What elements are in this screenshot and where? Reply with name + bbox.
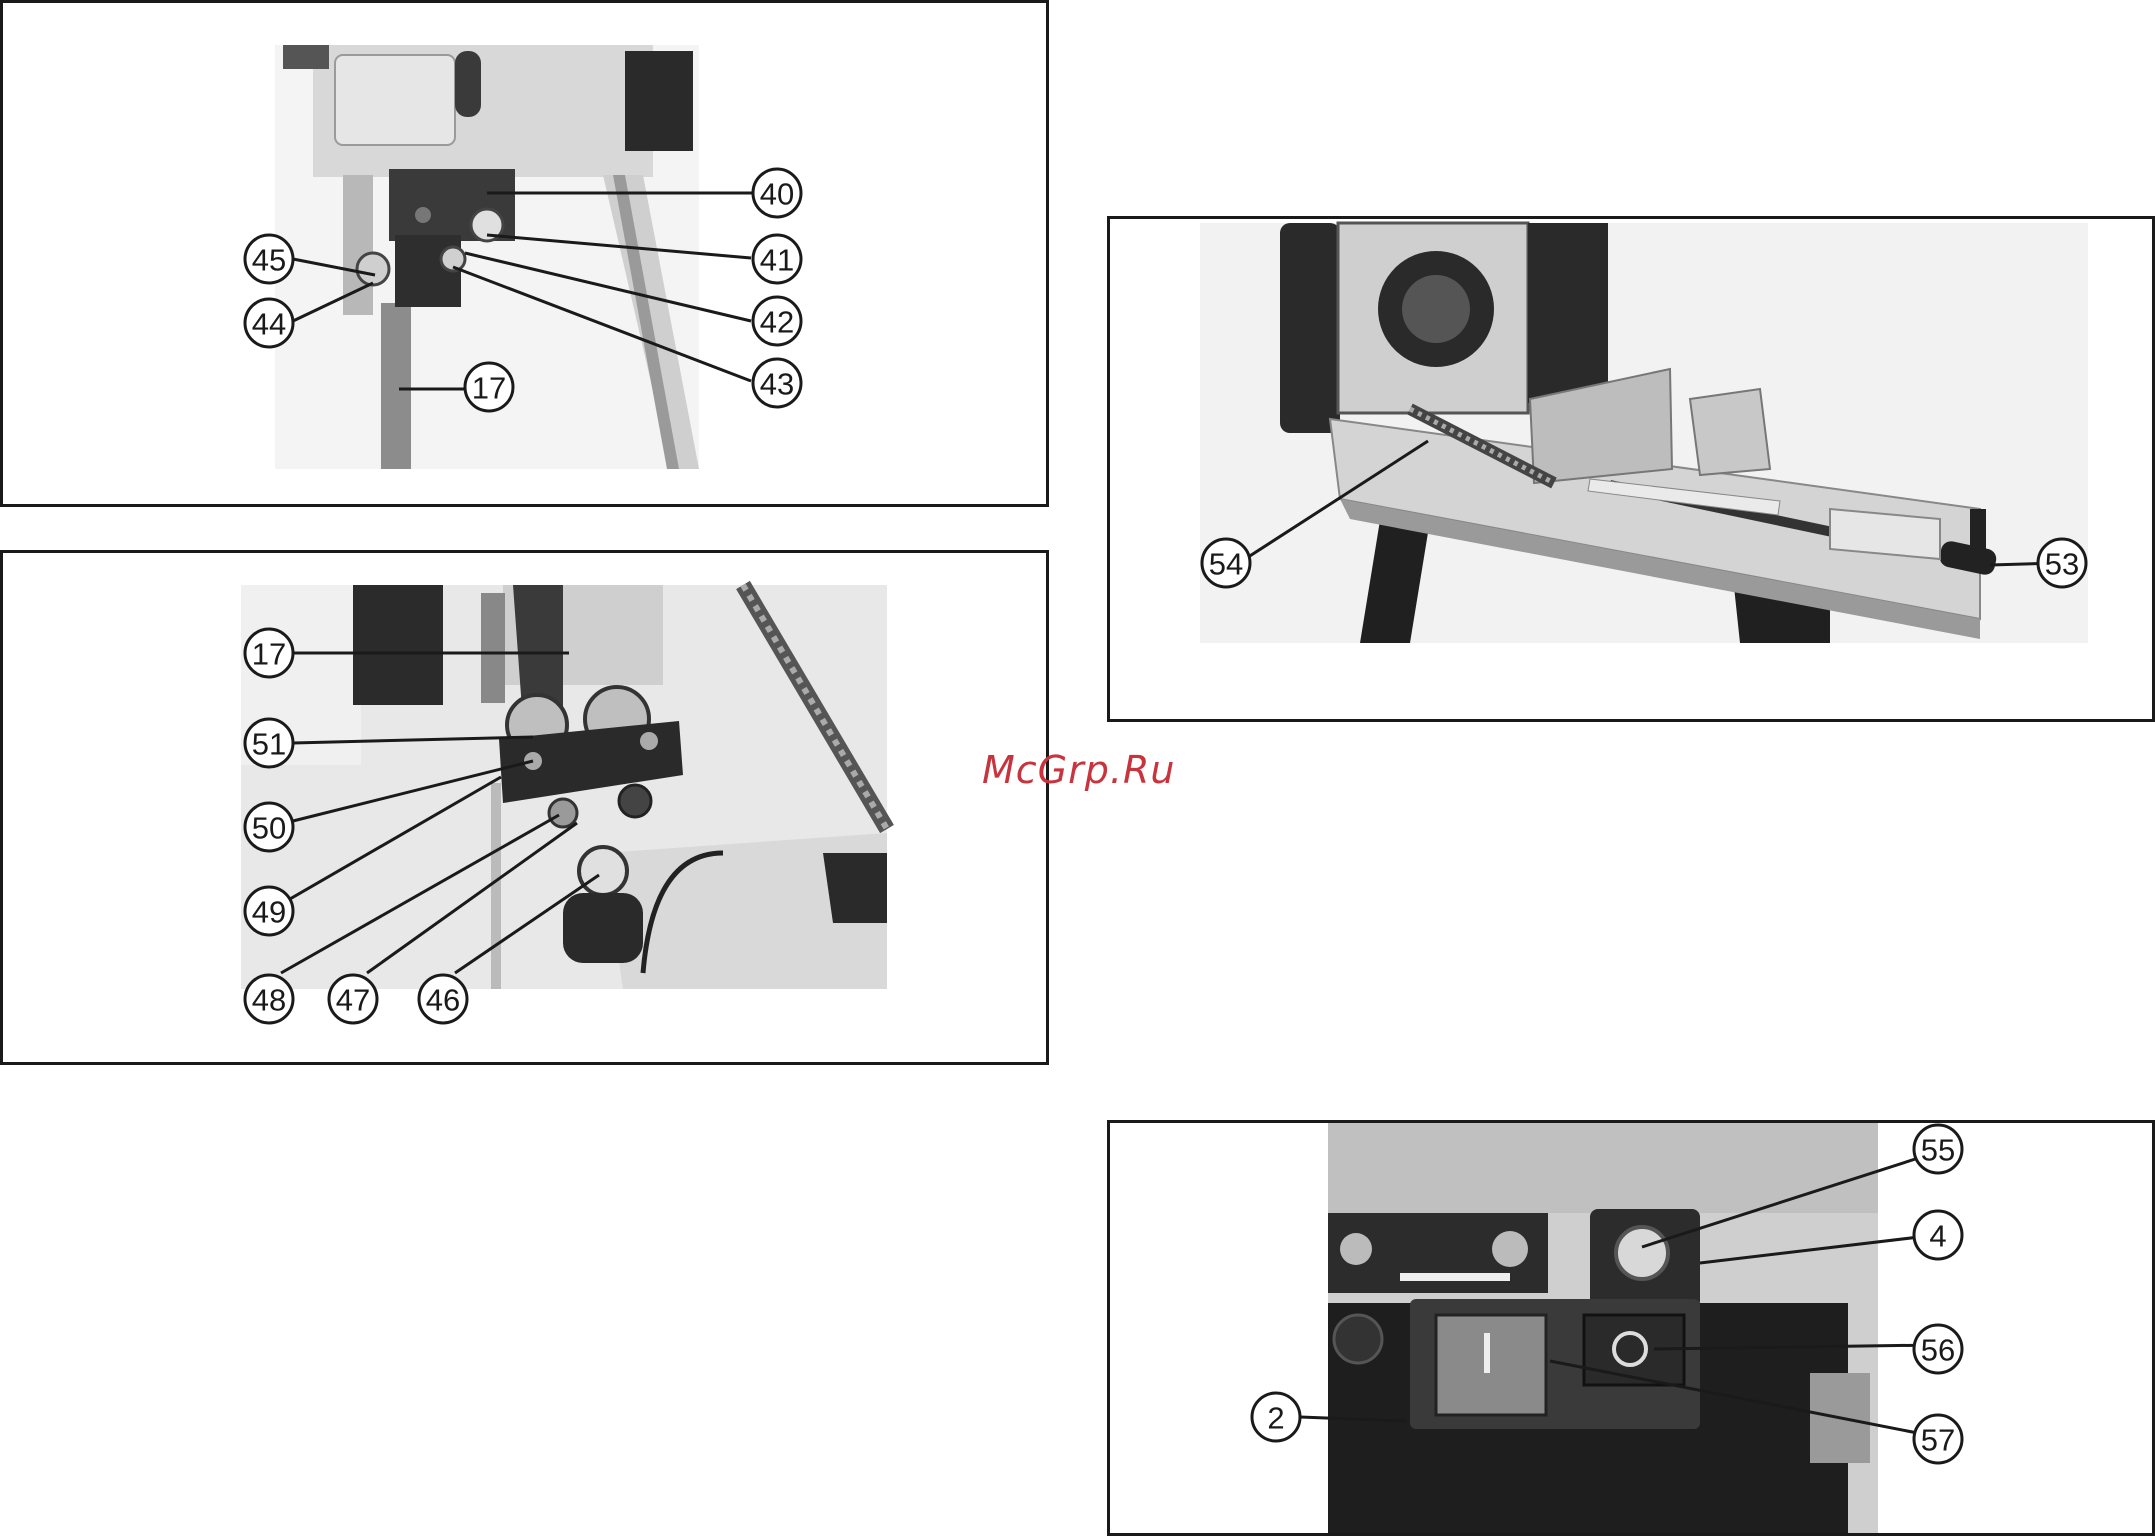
callout-45: 45 (245, 235, 293, 283)
callout-2: 2 (1252, 1393, 1300, 1441)
callout-57: 57 (1914, 1415, 1962, 1463)
callout-54: 54 (1202, 539, 1250, 587)
watermark: McGrp.Ru (982, 748, 1175, 792)
callout-56: 56 (1914, 1325, 1962, 1373)
svg-text:4: 4 (1929, 1219, 1946, 1254)
callout-55: 55 (1914, 1125, 1962, 1173)
callout-48: 48 (245, 975, 293, 1023)
svg-text:51: 51 (252, 727, 286, 762)
svg-text:46: 46 (426, 983, 460, 1018)
callout-41: 41 (753, 235, 801, 283)
callout-4: 4 (1914, 1211, 1962, 1259)
svg-text:49: 49 (252, 895, 286, 930)
callout-51: 51 (245, 719, 293, 767)
svg-text:45: 45 (252, 243, 286, 278)
svg-text:17: 17 (252, 637, 286, 672)
svg-text:43: 43 (760, 367, 794, 402)
callout-46: 46 (419, 975, 467, 1023)
figure-switch-panel: 55 4 56 57 2 (1107, 1120, 2155, 1536)
svg-text:56: 56 (1921, 1333, 1955, 1368)
svg-text:17: 17 (472, 371, 506, 406)
svg-text:40: 40 (760, 177, 794, 212)
svg-text:50: 50 (252, 811, 286, 846)
figure-saw-side-view: 54 53 (1107, 216, 2155, 722)
svg-text:54: 54 (1209, 547, 1243, 582)
svg-text:53: 53 (2045, 547, 2079, 582)
callout-42: 42 (753, 297, 801, 345)
photo-blade-guide-top: 40 41 42 43 44 45 17 (3, 3, 1046, 504)
photo-saw-side-view: 54 53 (1110, 219, 2152, 719)
figure-blade-guide-top: 40 41 42 43 44 45 17 (0, 0, 1049, 507)
callout-17: 17 (245, 629, 293, 677)
figure-blade-guide-lower: 17 51 50 49 48 47 46 (0, 550, 1049, 1065)
callout-49: 49 (245, 887, 293, 935)
svg-text:41: 41 (760, 243, 794, 278)
svg-text:57: 57 (1921, 1423, 1955, 1458)
callout-17: 17 (465, 363, 513, 411)
photo-blade-guide-lower: 17 51 50 49 48 47 46 (3, 553, 1046, 1062)
callout-50: 50 (245, 803, 293, 851)
svg-text:48: 48 (252, 983, 286, 1018)
callout-40: 40 (753, 169, 801, 217)
svg-text:42: 42 (760, 305, 794, 340)
svg-text:47: 47 (336, 983, 370, 1018)
callout-44: 44 (245, 299, 293, 347)
photo-switch-panel: 55 4 56 57 2 (1110, 1123, 2152, 1533)
callout-53: 53 (2038, 539, 2086, 587)
svg-text:44: 44 (252, 307, 286, 342)
svg-text:2: 2 (1267, 1401, 1284, 1436)
callout-47: 47 (329, 975, 377, 1023)
callout-43: 43 (753, 359, 801, 407)
svg-text:55: 55 (1921, 1133, 1955, 1168)
